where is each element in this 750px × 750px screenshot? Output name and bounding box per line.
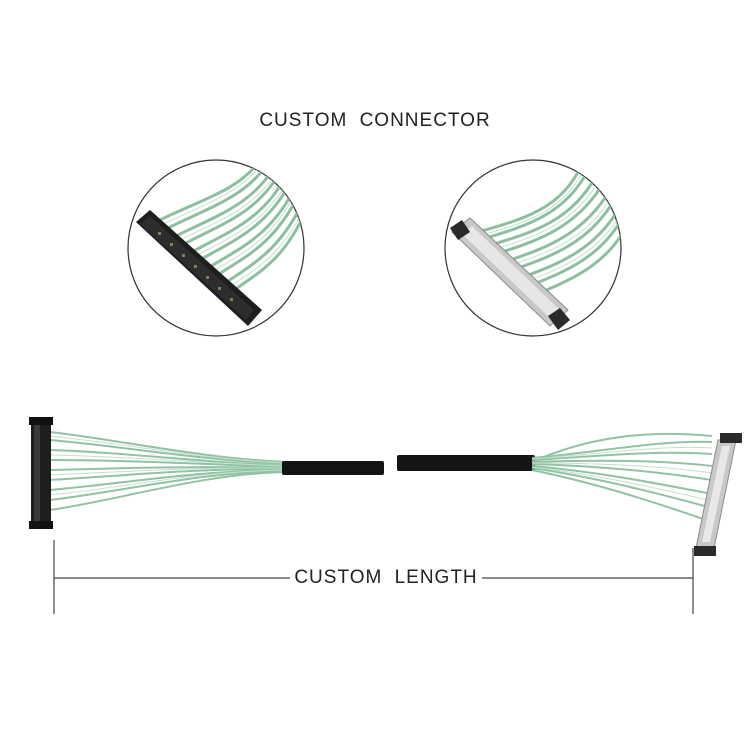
custom-length-label: CUSTOM LENGTH (290, 567, 482, 589)
cable-right-half (397, 432, 742, 556)
right-closeup-circle (444, 159, 622, 337)
cable-jacket-right (397, 455, 535, 471)
cable-jacket-left (282, 461, 384, 475)
metal-shell-connector-icon (450, 166, 621, 330)
left-closeup-circle (127, 159, 305, 337)
page-title: CUSTOM CONNECTOR (259, 110, 491, 131)
cable-left-half (29, 417, 384, 529)
